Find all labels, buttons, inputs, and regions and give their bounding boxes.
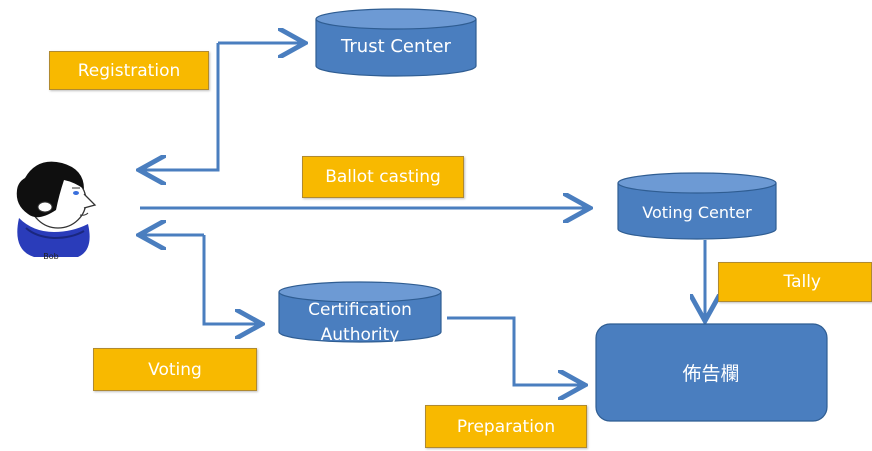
voting-center-label: Voting Center [642,203,752,222]
certification-authority-label-line1: Certification [308,300,412,320]
registration-connector [142,43,220,170]
bob-name-label: Bob [43,252,58,261]
voting-center-node[interactable]: Voting Center [617,172,777,240]
bulletin-board-node[interactable]: 佈告欄 [595,323,828,422]
preparation-label: Preparation [425,405,587,448]
voting-connector-to-ca [202,235,259,324]
registration-label: Registration [49,51,209,90]
trust-center-label: Trust Center [340,36,451,57]
voting-label: Voting [93,348,257,391]
bulletin-board-label: 佈告欄 [682,363,739,385]
certification-authority-node[interactable]: Certification Authority [278,281,442,345]
tally-label: Tally [718,262,872,302]
ballot-casting-label: Ballot casting [302,156,464,198]
bob-avatar: Bob [16,161,97,261]
trust-center-node[interactable]: Trust Center [315,8,477,77]
preparation-arrow [447,316,582,385]
connectors [140,43,705,385]
certification-authority-label-line2: Authority [321,325,400,345]
